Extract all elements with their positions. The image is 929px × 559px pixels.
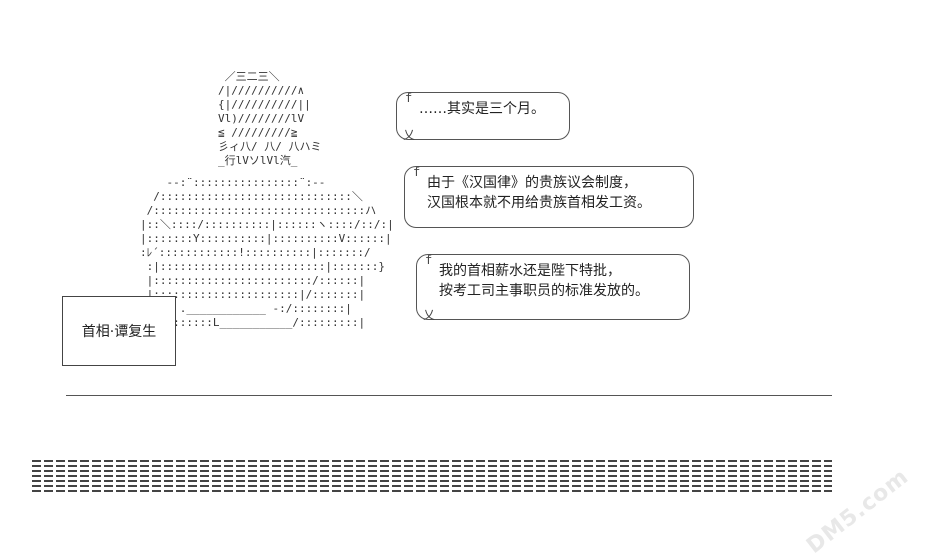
name-label-box: 首相·谭复生 xyxy=(62,296,176,366)
name-label: 首相·谭复生 xyxy=(81,324,157,340)
dash-row xyxy=(32,490,832,492)
dash-row xyxy=(32,465,832,467)
bubble-2-line-2: 汉国根本就不用给贵族首相发工资。 xyxy=(427,195,651,211)
bubble-hook-mark: f xyxy=(405,91,413,105)
dash-row xyxy=(32,480,832,482)
bubble-hook-mark: f xyxy=(425,253,433,267)
bubble-tail-mark: 乂 xyxy=(403,128,416,142)
speech-bubble-3: f 我的首相薪水还是陛下特批， 按考工司主事职员的标准发放的。 乂 xyxy=(416,253,690,322)
bubble-3-line-2: 按考工司主事职员的标准发放的。 xyxy=(439,283,649,299)
bubble-3-line-1: 我的首相薪水还是陛下特批， xyxy=(439,263,621,279)
bubble-tail-mark: 乂 xyxy=(423,308,436,322)
separator-dash-rows xyxy=(32,460,832,495)
speech-bubble-1: f ……其实是三个月。 乂 xyxy=(396,91,570,142)
figure-head-art: ／三二三＼ /|//////////∧ {|//////////|| Vl)//… xyxy=(218,70,322,167)
bubble-2-line-1: 由于《汉国律》的贵族议会制度， xyxy=(427,175,637,191)
dash-row xyxy=(32,475,832,477)
floor-line xyxy=(66,395,832,396)
speech-bubble-2: f 由于《汉国律》的贵族议会制度， 汉国根本就不用给贵族首相发工资。 xyxy=(404,165,694,228)
dash-row xyxy=(32,470,832,472)
dash-row xyxy=(32,460,832,462)
dash-row xyxy=(32,485,832,487)
bubble-hook-mark: f xyxy=(413,165,421,179)
figure-body-art: --:¨::::::::::::::::¨:-- /::::::::::::::… xyxy=(140,176,394,329)
bubble-1-line-1: ……其实是三个月。 xyxy=(419,101,545,117)
